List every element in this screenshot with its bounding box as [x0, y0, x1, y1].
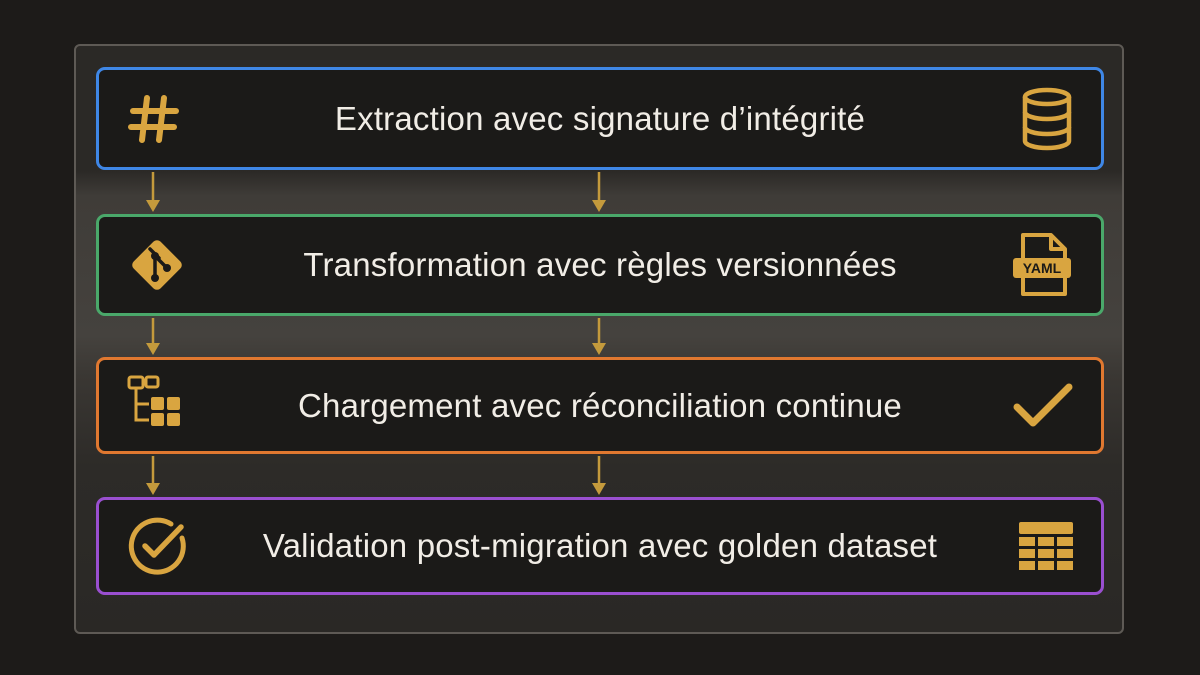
- step-validation: Validation post-migration avec golden da…: [96, 497, 1104, 595]
- checkmark-icon: [1011, 381, 1075, 431]
- step-label: Validation post-migration avec golden da…: [262, 527, 938, 564]
- step-extraction: Extraction avec signature d’intégrité: [96, 67, 1104, 170]
- yaml-file-icon: YAML: [1011, 232, 1075, 298]
- workflow-icon: [125, 374, 189, 438]
- git-icon: [125, 233, 189, 297]
- database-icon: [1019, 86, 1075, 152]
- yaml-badge-text: YAML: [1023, 260, 1062, 276]
- step-label: Transformation avec règles versionnées: [303, 246, 897, 283]
- hash-icon: [125, 90, 183, 148]
- step-label: Extraction avec signature d’intégrité: [334, 99, 866, 137]
- step-label: Chargement avec réconciliation continue: [298, 386, 902, 424]
- check-circle-icon: [125, 514, 189, 578]
- step-transformation: Transformation avec règles versionnées Y…: [96, 214, 1104, 316]
- step-chargement: Chargement avec réconciliation continue: [96, 357, 1104, 454]
- table-icon: [1017, 520, 1075, 572]
